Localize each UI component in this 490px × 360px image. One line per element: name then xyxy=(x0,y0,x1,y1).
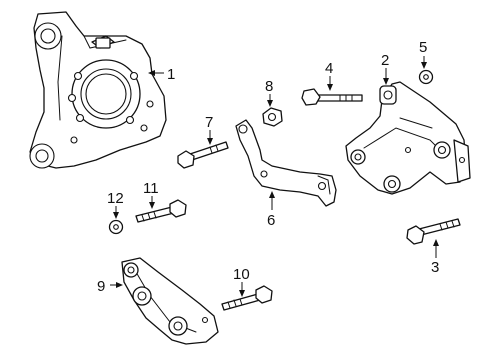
upper-link-part xyxy=(235,119,337,207)
washer-12-part xyxy=(108,219,124,235)
nut-8-part xyxy=(262,107,283,127)
bolt-10-part xyxy=(221,285,273,311)
support-bracket-part xyxy=(121,257,219,345)
callout-3: 3 xyxy=(431,259,439,276)
callout-6: 6 xyxy=(267,212,275,229)
leader-lines xyxy=(110,56,439,297)
callout-2: 2 xyxy=(381,52,389,69)
callout-10: 10 xyxy=(233,266,250,283)
bolt-7-part xyxy=(177,141,229,169)
callout-5: 5 xyxy=(419,39,427,56)
bolt-3-part xyxy=(406,218,461,245)
bolt-4-part xyxy=(301,88,363,106)
callout-11: 11 xyxy=(143,180,159,197)
bolt-11-part xyxy=(135,199,187,223)
lower-arm-bracket-part xyxy=(345,81,471,195)
callout-1: 1 xyxy=(167,66,175,83)
knuckle-part xyxy=(29,11,167,169)
callout-8: 8 xyxy=(265,78,273,95)
callout-labels: 1 2 3 4 5 6 7 8 9 10 11 12 xyxy=(97,39,439,295)
callout-12: 12 xyxy=(107,190,124,207)
callout-9: 9 xyxy=(97,278,105,295)
callout-7: 7 xyxy=(205,114,213,131)
callout-4: 4 xyxy=(325,60,333,77)
washer-5-part xyxy=(418,69,434,85)
